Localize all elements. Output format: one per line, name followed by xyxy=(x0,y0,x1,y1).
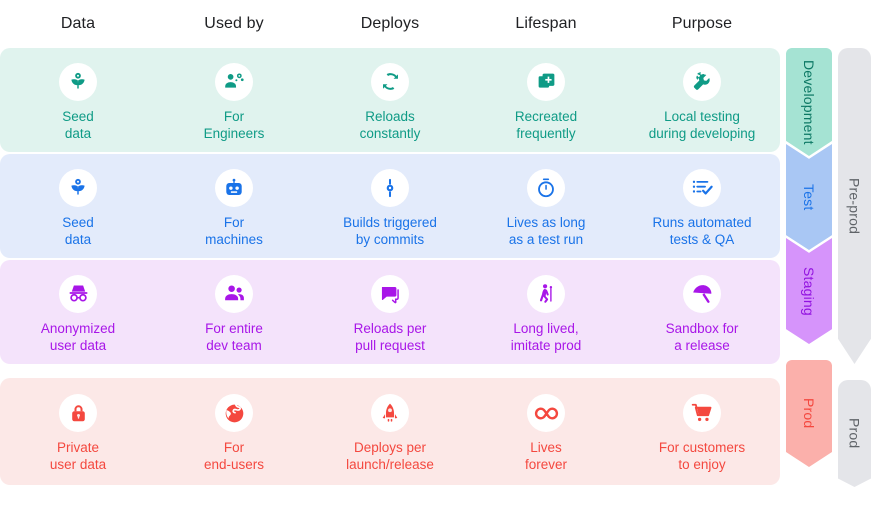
cell-label: For customers to enjoy xyxy=(658,440,746,472)
rocket-icon xyxy=(371,394,409,432)
cell-staging-deploys: Reloads per pull request xyxy=(312,260,468,364)
cell-prod-data: Private user data xyxy=(0,378,156,485)
copy-add-icon xyxy=(527,62,565,101)
cell-development-lifespan: Recreated frequently xyxy=(468,48,624,152)
cell-development-data: Seed data xyxy=(0,48,156,152)
column-header-data: Data xyxy=(60,15,96,32)
stopwatch-icon xyxy=(527,168,565,207)
cell-label: Seed data xyxy=(62,214,94,247)
cell-label: Reloads constantly xyxy=(359,108,421,141)
group-prod[interactable]: Prod xyxy=(838,380,871,487)
wrench-icon xyxy=(683,62,721,101)
cell-prod-lifespan: Lives forever xyxy=(468,378,624,485)
cell-test-purpose: Runs automated tests & QA xyxy=(624,154,780,258)
seed-flower-icon xyxy=(59,62,97,101)
incognito-icon xyxy=(59,274,97,313)
cell-label: Runs automated tests & QA xyxy=(652,214,752,247)
column-header-lifespan: Lifespan xyxy=(515,15,577,32)
environment-row-staging: Anonymized user data For entire dev team… xyxy=(0,260,780,364)
cell-label: Anonymized user data xyxy=(40,320,116,353)
environment-row-prod: Private user data For end-users Deploys … xyxy=(0,378,780,485)
lock-icon xyxy=(59,394,97,432)
cell-development-deploys: Reloads constantly xyxy=(312,48,468,152)
cell-test-used-by: For machines xyxy=(156,154,312,258)
cell-label: For end-users xyxy=(203,440,265,472)
stage-arrow-development[interactable]: Development xyxy=(786,48,832,156)
column-header-deploys: Deploys xyxy=(360,15,420,32)
checklist-icon xyxy=(683,168,721,207)
cell-label: Lives forever xyxy=(524,440,568,472)
shopping-cart-icon xyxy=(683,394,721,432)
stage-arrow-test[interactable]: Test xyxy=(786,144,832,250)
cell-test-data: Seed data xyxy=(0,154,156,258)
column-header-row: Data Used by Deploys Lifespan Purpose xyxy=(0,0,780,48)
cell-label: For entire dev team xyxy=(205,320,263,353)
people-group-icon xyxy=(215,274,253,313)
cell-prod-used-by: For end-users xyxy=(156,378,312,485)
group-label: Pre-prod xyxy=(846,177,863,235)
cell-label: For Engineers xyxy=(203,108,265,141)
environment-matrix: Seed data For Engineers Reloads constant… xyxy=(0,48,780,485)
cell-label: Long lived, imitate prod xyxy=(510,320,582,353)
stage-arrow-label: Staging xyxy=(801,266,817,316)
beach-umbrella-icon xyxy=(683,274,721,313)
column-header-purpose: Purpose xyxy=(671,15,733,32)
stage-arrow-label: Test xyxy=(801,183,817,211)
cell-label: For machines xyxy=(205,214,263,247)
elderly-person-icon xyxy=(527,274,565,313)
cell-label: Recreated frequently xyxy=(514,108,578,141)
cell-test-deploys: Builds triggered by commits xyxy=(312,154,468,258)
stage-arrow-column: Development Test Staging Prod xyxy=(786,48,832,467)
cell-label: Seed data xyxy=(62,108,94,141)
cell-prod-deploys: Deploys per launch/release xyxy=(312,378,468,485)
cell-label: Deploys per launch/release xyxy=(346,440,434,472)
cell-test-lifespan: Lives as long as a test run xyxy=(468,154,624,258)
commit-node-icon xyxy=(371,168,409,207)
stage-arrow-staging[interactable]: Staging xyxy=(786,238,832,344)
cell-development-purpose: Local testing during developing xyxy=(624,48,780,152)
group-label: Prod xyxy=(846,418,863,449)
environment-row-test: Seed data For machines Builds triggered … xyxy=(0,154,780,258)
environment-row-development: Seed data For Engineers Reloads constant… xyxy=(0,48,780,152)
column-header-used-by: Used by xyxy=(204,15,264,32)
robot-icon xyxy=(215,168,253,207)
engineer-person-gear-icon xyxy=(215,62,253,101)
chat-bubbles-icon xyxy=(371,274,409,313)
stage-arrow-prod[interactable]: Prod xyxy=(786,360,832,467)
stage-arrow-label: Prod xyxy=(801,398,817,429)
cell-label: Lives as long as a test run xyxy=(506,214,586,247)
cell-label: Local testing during developing xyxy=(648,108,756,141)
seed-flower-icon xyxy=(59,168,97,207)
cell-label: Reloads per pull request xyxy=(353,320,427,353)
cell-label: Builds triggered by commits xyxy=(343,214,437,247)
cell-label: Private user data xyxy=(49,440,107,472)
cell-development-used-by: For Engineers xyxy=(156,48,312,152)
globe-icon xyxy=(215,394,253,432)
group-column: Pre-prod Prod xyxy=(838,48,871,487)
cell-label: Sandbox for a release xyxy=(665,320,739,353)
cell-staging-used-by: For entire dev team xyxy=(156,260,312,364)
cell-prod-purpose: For customers to enjoy xyxy=(624,378,780,485)
refresh-sync-icon xyxy=(371,62,409,101)
infinity-icon xyxy=(527,394,565,432)
cell-staging-lifespan: Long lived, imitate prod xyxy=(468,260,624,364)
cell-staging-purpose: Sandbox for a release xyxy=(624,260,780,364)
cell-staging-data: Anonymized user data xyxy=(0,260,156,364)
group-pre-prod[interactable]: Pre-prod xyxy=(838,48,871,364)
stage-arrow-label: Development xyxy=(801,59,817,145)
